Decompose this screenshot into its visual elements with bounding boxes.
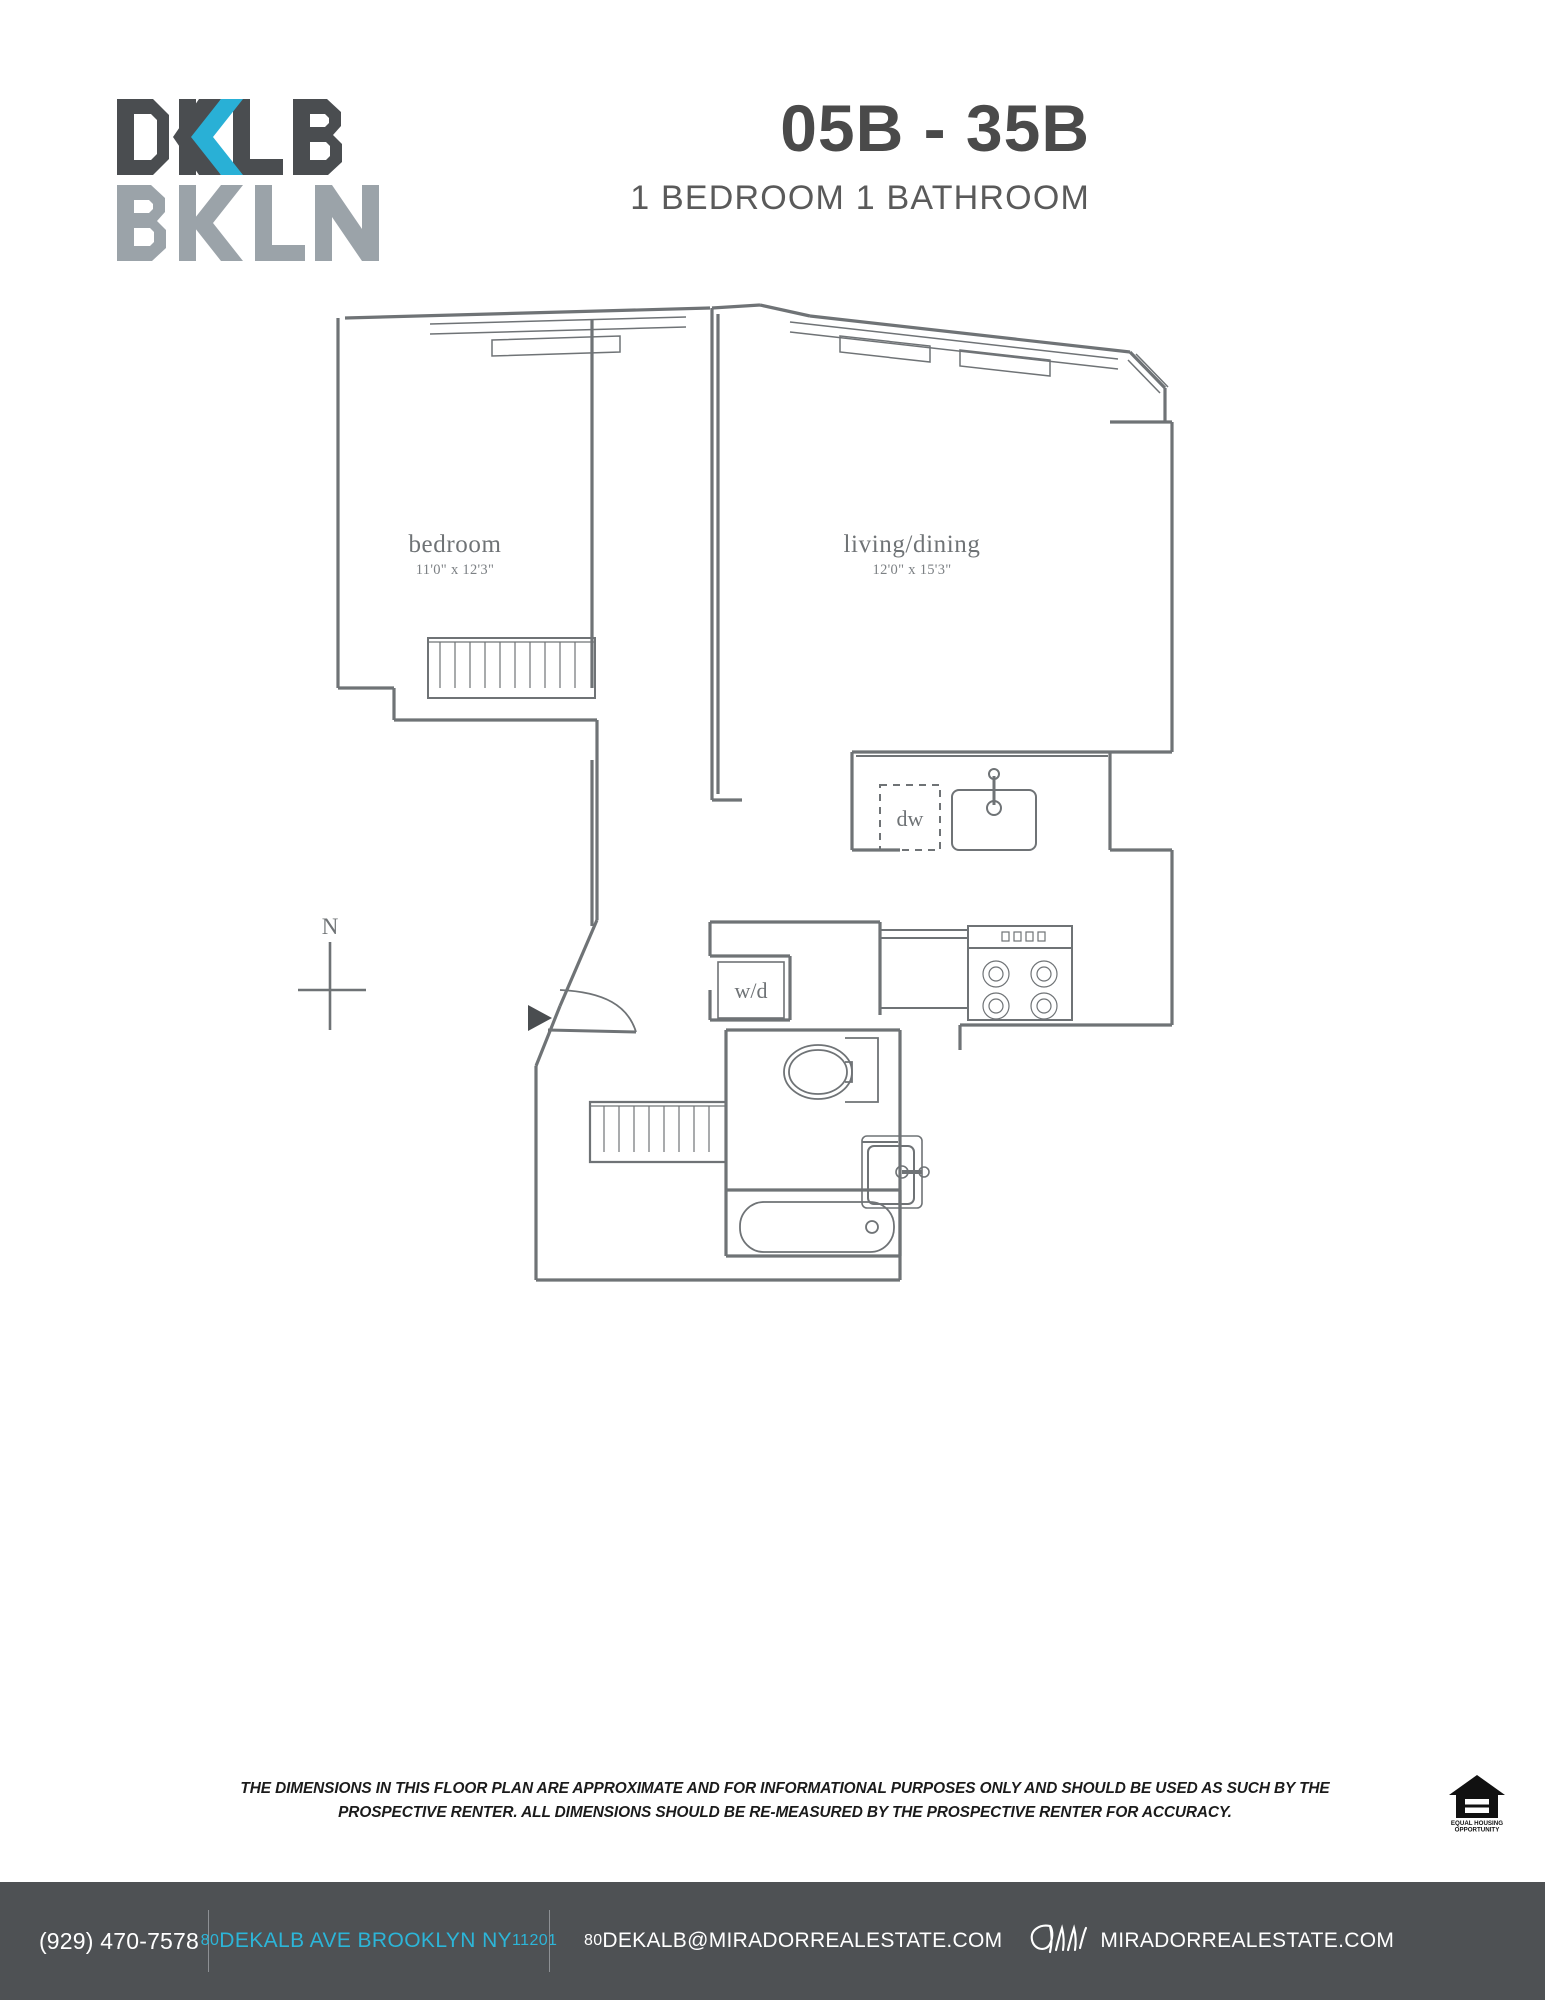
- page-header: 05B - 35B 1 BEDROOM 1 BATHROOM: [0, 0, 1545, 300]
- equal-housing-opportunity-icon: EQUAL HOUSING OPPORTUNITY: [1448, 1772, 1506, 1834]
- page-footer: (929) 470-7578 80 DEKALB AVE BROOKLYN NY…: [0, 1882, 1545, 2000]
- room-label-bedroom: bedroom: [408, 531, 501, 558]
- disclaimer-row: THE DIMENSIONS IN THIS FLOOR PLAN ARE AP…: [0, 1755, 1545, 1865]
- footer-phone[interactable]: (929) 470-7578: [38, 1927, 200, 1954]
- compass-rose: N: [298, 914, 366, 1030]
- footer-address-street: DEKALB AVE BROOKLYN NY: [219, 1929, 513, 1952]
- footer-email-domain: DEKALB@MIRADORREALESTATE.COM: [602, 1929, 1003, 1952]
- room-dimensions-living-dining: 12'0" x 15'3": [873, 562, 952, 578]
- mirador-script-logo: [1028, 1882, 1090, 2000]
- dishwasher-label: dw: [897, 806, 924, 831]
- footer-address-zip: 11201: [512, 1932, 558, 1949]
- dklb-bkln-logo: [115, 95, 405, 265]
- room-dimensions-bedroom: 11'0" x 12'3": [416, 562, 494, 578]
- washer-dryer-label: w/d: [735, 978, 768, 1003]
- eho-line2-text: OPPORTUNITY: [1455, 1827, 1501, 1834]
- footer-address: 80 DEKALB AVE BROOKLYN NY 11201: [201, 1882, 557, 2000]
- footer-email-number: 80: [584, 1932, 603, 1949]
- title-block: 05B - 35B 1 BEDROOM 1 BATHROOM: [450, 95, 1090, 218]
- footer-divider-1: [208, 1910, 209, 1972]
- page-title: 05B - 35B: [780, 91, 1090, 165]
- eho-line1-text: EQUAL HOUSING: [1451, 1820, 1503, 1827]
- compass-north-label: N: [322, 914, 339, 939]
- unit-subtitle: 1 BEDROOM 1 BATHROOM: [630, 179, 1090, 217]
- footer-address-number: 80: [200, 1932, 220, 1949]
- disclaimer-text: THE DIMENSIONS IN THIS FLOOR PLAN ARE AP…: [240, 1780, 1330, 1821]
- room-label-living-dining: living/dining: [844, 531, 981, 558]
- footer-website[interactable]: MIRADORREALESTATE.COM: [1100, 1929, 1395, 1952]
- footer-divider-2: [549, 1910, 550, 1972]
- floor-plan-drawing: bedroom 11'0" x 12'3" living/dining 12'0…: [0, 290, 1545, 1370]
